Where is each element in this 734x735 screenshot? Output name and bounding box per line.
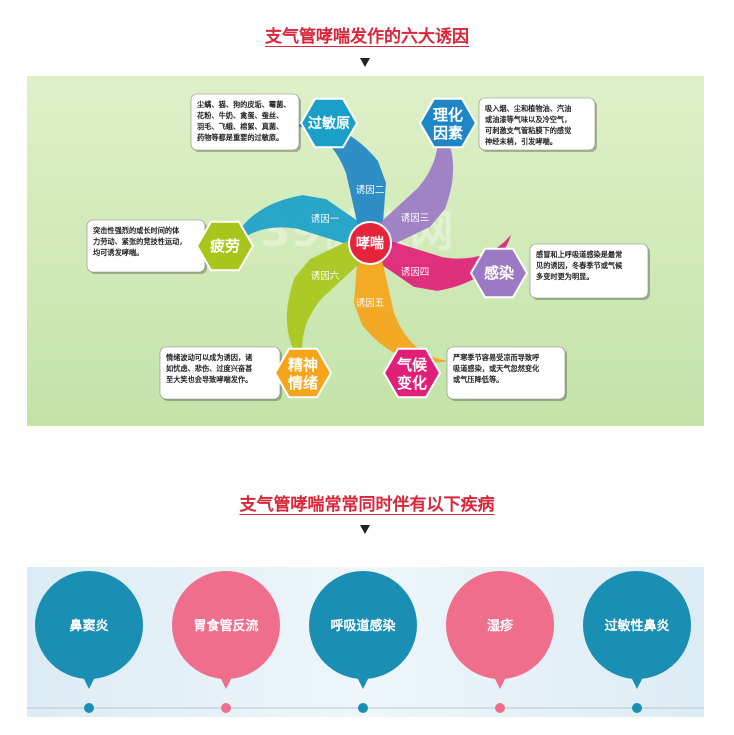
svg-text:理化: 理化 — [433, 106, 463, 124]
timeline-dot — [358, 703, 368, 713]
svg-text:过敏原: 过敏原 — [308, 115, 350, 132]
svg-text:尘螨、猫、狗的皮垢、霉菌、: 尘螨、猫、狗的皮垢、霉菌、 — [197, 100, 290, 109]
petal-label-6: 诱因六 — [311, 270, 340, 282]
svg-text:或气压降低等。: 或气压降低等。 — [453, 375, 503, 384]
down-arrow-icon-2 — [360, 525, 370, 534]
svg-text:情绪波动可以成为诱因，诸: 情绪波动可以成为诱因，诸 — [166, 353, 253, 362]
timeline-dot — [495, 703, 505, 713]
petal-label-5: 诱因五 — [356, 297, 385, 309]
svg-text:胃食管反流: 胃食管反流 — [193, 618, 258, 634]
svg-text:多变时更为明显。: 多变时更为明显。 — [536, 272, 594, 281]
section-title-comorbidities: 支气管哮喘常常同时伴有以下疾病 — [239, 495, 495, 515]
svg-text:感冒和上呼吸道感染是最常: 感冒和上呼吸道感染是最常 — [536, 250, 622, 259]
petal-label-1: 诱因一 — [311, 213, 340, 225]
down-arrow-icon — [360, 58, 370, 67]
petal-1 — [228, 195, 370, 252]
svg-text:羽毛、飞蛾、棉絮、真菌、: 羽毛、飞蛾、棉絮、真菌、 — [197, 122, 283, 131]
svg-text:变化: 变化 — [397, 374, 427, 392]
petal-5 — [354, 251, 448, 363]
center-label: 哮喘 — [356, 235, 384, 252]
svg-text:严寒季节容易受凉而导致呼: 严寒季节容易受凉而导致呼 — [452, 353, 540, 362]
svg-text:疲劳: 疲劳 — [210, 237, 240, 255]
disease-bubble-2: 胃食管反流 — [172, 571, 280, 713]
timeline-dot — [632, 703, 642, 713]
timeline-dot — [221, 703, 231, 713]
svg-text:见的诱因，冬春季节或气候: 见的诱因，冬春季节或气候 — [536, 261, 623, 270]
disease-bubble-1: 鼻窦炎 — [35, 571, 143, 713]
svg-text:或油漆等气味以及冷空气，: 或油漆等气味以及冷空气， — [485, 115, 571, 124]
disease-bubble-4: 湿疹 — [446, 571, 554, 713]
factor-hex-1: 过敏原 — [299, 97, 359, 149]
center-circle — [348, 221, 392, 265]
factor-note-1: 尘螨、猫、狗的皮垢、霉菌、花粉、牛奶、禽蛋、蚕丝、羽毛、飞蛾、棉絮、真菌、药物等… — [190, 93, 301, 152]
svg-text:湿疹: 湿疹 — [487, 618, 514, 634]
svg-text:至大笑也会导致哮喘发作。: 至大笑也会导致哮喘发作。 — [166, 375, 252, 384]
svg-text:均可诱发哮喘。: 均可诱发哮喘。 — [93, 248, 143, 257]
section-title-triggers: 支气管哮喘发作的六大诱因 — [265, 27, 469, 47]
svg-text:吸入烟、尘和植物油、汽油: 吸入烟、尘和植物油、汽油 — [485, 104, 571, 113]
factor-hex-3: 疲劳 — [195, 220, 255, 272]
disease-bubble-5: 过敏性鼻炎 — [583, 571, 691, 713]
svg-text:神经末梢，引发哮喘。: 神经末梢，引发哮喘。 — [485, 137, 557, 146]
svg-text:过敏性鼻炎: 过敏性鼻炎 — [604, 618, 669, 634]
svg-text:情绪: 情绪 — [288, 374, 318, 392]
petal-3 — [371, 116, 454, 250]
svg-text:鼻窦炎: 鼻窦炎 — [69, 618, 108, 634]
svg-text:气候: 气候 — [396, 356, 428, 374]
svg-text:感染: 感染 — [484, 264, 515, 282]
petal-2 — [292, 123, 386, 235]
disease-bubble-3: 呼吸道感染 — [309, 571, 417, 713]
factor-hex-4: 感染 — [469, 247, 529, 299]
svg-text:花粉、牛奶、禽蛋、蚕丝、: 花粉、牛奶、禽蛋、蚕丝、 — [197, 111, 283, 120]
petal-label-4: 诱因四 — [401, 266, 430, 278]
comorbidity-diagram: 鼻窦炎 胃食管反流 呼吸道感染 湿疹 过敏性鼻炎 — [27, 567, 704, 717]
svg-text:力劳动、紧张的竞技性运动，: 力劳动、紧张的竞技性运动， — [93, 237, 186, 246]
svg-text:精神: 精神 — [288, 356, 318, 374]
svg-text:可刺激支气管粘膜下的感觉: 可刺激支气管粘膜下的感觉 — [485, 126, 571, 135]
svg-text:突击性强烈的或长时间的体: 突击性强烈的或长时间的体 — [93, 226, 180, 235]
svg-text:吸道感染，或天气忽然变化: 吸道感染，或天气忽然变化 — [453, 364, 540, 373]
svg-text:呼吸道感染: 呼吸道感染 — [330, 618, 396, 634]
svg-text:药物等都是重要的过敏原。: 药物等都是重要的过敏原。 — [197, 133, 283, 142]
timeline-dot — [84, 703, 94, 713]
svg-text:因素: 因素 — [433, 124, 463, 142]
petal-label-3: 诱因三 — [401, 212, 430, 224]
svg-text:如忧虑、悲伤、过度兴奋甚: 如忧虑、悲伤、过度兴奋甚 — [166, 364, 252, 373]
petal-label-2: 诱因二 — [356, 184, 385, 196]
petal-6 — [286, 236, 369, 370]
